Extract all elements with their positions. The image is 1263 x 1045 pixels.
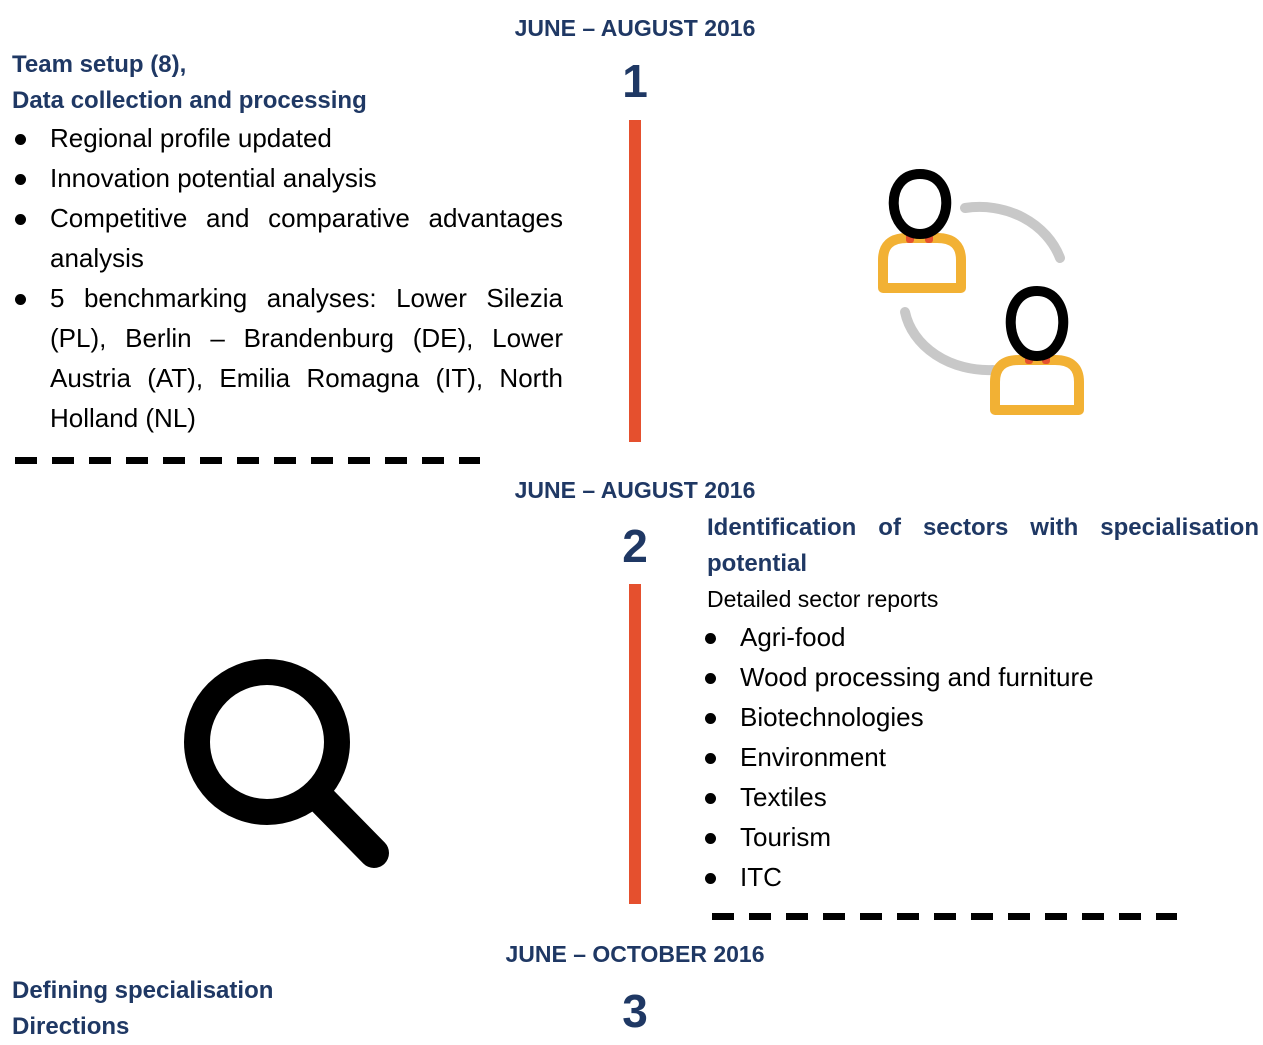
list-item: Tourism (700, 817, 1255, 857)
step2-number: 2 (622, 520, 648, 572)
list-item: 5 benchmarking analyses: Lower Silezia (… (10, 278, 563, 438)
list-item: Wood processing and furniture (700, 657, 1255, 697)
list-item: Competitive and comparative advantages a… (10, 198, 563, 278)
list-item: Regional profile updated (10, 118, 563, 158)
connector-arc-top (960, 201, 1065, 263)
step1-heading: Team setup (8), Data collection and proc… (12, 47, 367, 119)
step2-heading: Identification of sectors with specialis… (707, 514, 1259, 577)
list-item: Innovation potential analysis (10, 158, 563, 198)
step2-subheading: Detailed sector reports (707, 586, 939, 612)
separator-right (712, 913, 1177, 920)
magnifier-icon (184, 659, 389, 868)
team-exchange-icon (878, 168, 1084, 415)
step3-heading-line1: Defining specialisation (12, 977, 274, 1004)
separator-left (15, 457, 480, 464)
person-icon-1 (878, 168, 966, 293)
step3-heading: Defining specialisation Directions (12, 973, 273, 1045)
list-item: Agri-food (700, 617, 1255, 657)
list-item: Textiles (700, 777, 1255, 817)
step1-number: 1 (622, 55, 648, 107)
step1-heading-line1: Team setup (8), (12, 51, 187, 78)
step3-date: JUNE – OCTOBER 2016 (505, 941, 765, 967)
step3-number: 3 (622, 985, 648, 1037)
person-icon-2 (990, 285, 1084, 415)
step3-heading-line2: Directions (12, 1013, 130, 1040)
step1-list: Regional profile updated Innovation pote… (10, 118, 563, 438)
step1-heading-line2: Data collection and processing (12, 87, 367, 114)
list-item: Environment (700, 737, 1255, 777)
step1-date: JUNE – AUGUST 2016 (514, 15, 756, 41)
step2-list: Agri-food Wood processing and furniture … (700, 617, 1255, 897)
list-item: Biotechnologies (700, 697, 1255, 737)
step2-timeline-bar (629, 584, 641, 904)
connector-arc-bottom (900, 307, 998, 376)
list-item: ITC (700, 857, 1255, 897)
step2-date: JUNE – AUGUST 2016 (514, 477, 756, 503)
step1-timeline-bar (629, 120, 641, 442)
